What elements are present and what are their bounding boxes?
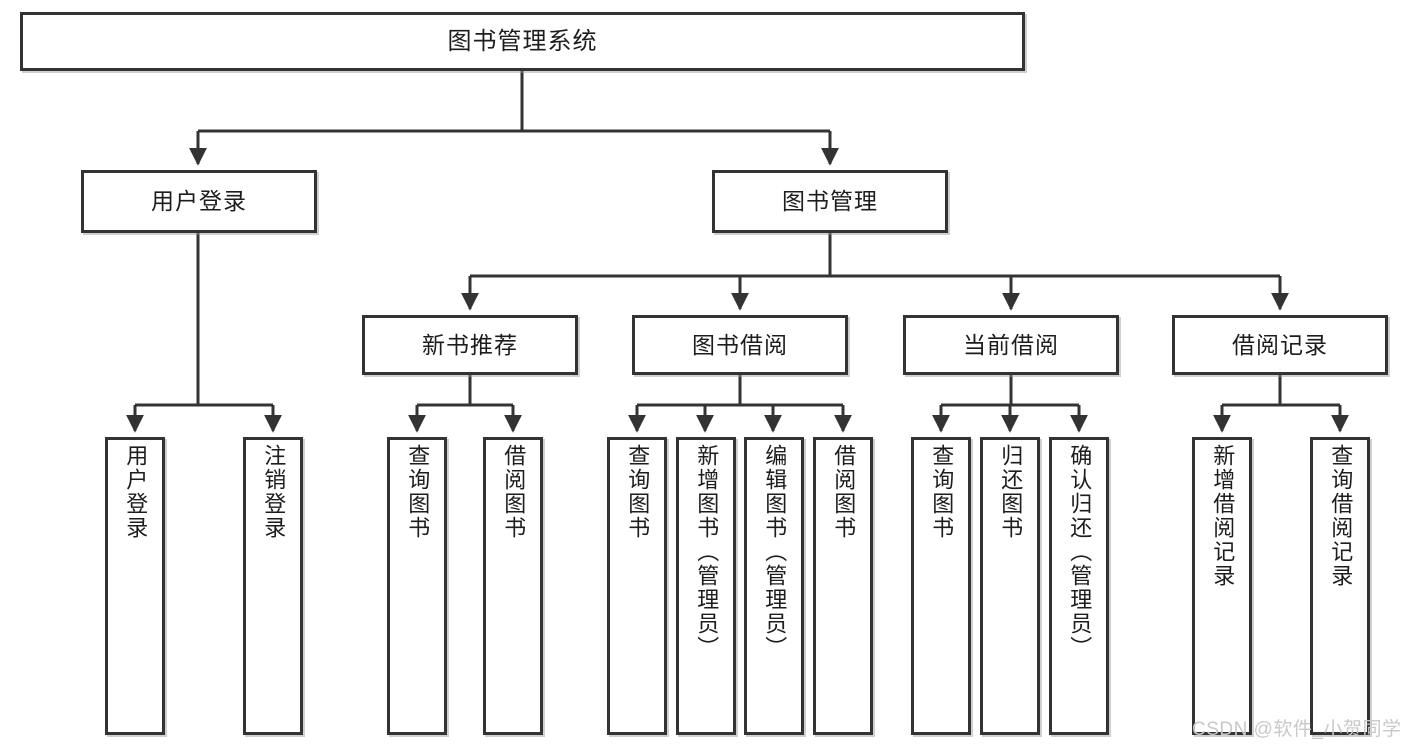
node-label: 当前借阅 [963, 331, 1059, 358]
node-book-borrowing[interactable]: 图书借阅 [632, 315, 848, 375]
leaf-borrow-books-newbook[interactable]: 借阅图书 [483, 437, 543, 735]
leaf-query-books-borrow[interactable]: 查询图书 [607, 437, 667, 735]
node-label: 编辑图书（管理员） [762, 444, 788, 660]
node-label: 确认归还（管理员） [1067, 444, 1093, 660]
node-label: 新增借阅记录 [1210, 444, 1236, 588]
leaf-user-login[interactable]: 用户登录 [105, 437, 165, 735]
node-label: 查询图书 [405, 444, 431, 540]
node-label: 图书管理 [782, 188, 878, 215]
leaf-add-borrow-record[interactable]: 新增借阅记录 [1192, 437, 1252, 735]
node-label: 新书推荐 [422, 331, 518, 358]
node-label: 借阅记录 [1232, 331, 1328, 358]
node-current-borrowing[interactable]: 当前借阅 [903, 315, 1119, 375]
node-label: 图书管理系统 [447, 27, 598, 55]
leaf-query-books-newbook[interactable]: 查询图书 [387, 437, 447, 735]
leaf-query-borrow-record[interactable]: 查询借阅记录 [1310, 437, 1370, 735]
node-label: 注销登录 [261, 444, 287, 540]
node-book-management-system[interactable]: 图书管理系统 [20, 12, 1025, 71]
csdn-watermark: CSDN @软件_小贺同学 [1192, 719, 1402, 740]
node-label: 借阅图书 [831, 444, 857, 540]
leaf-add-book-admin[interactable]: 新增图书（管理员） [676, 437, 736, 735]
node-book-management[interactable]: 图书管理 [712, 170, 948, 233]
leaf-return-books[interactable]: 归还图书 [980, 437, 1040, 735]
node-borrow-records[interactable]: 借阅记录 [1172, 315, 1388, 375]
node-label: 用户登录 [123, 444, 149, 540]
leaf-confirm-return-admin[interactable]: 确认归还（管理员） [1049, 437, 1109, 735]
node-label: 查询图书 [625, 444, 651, 540]
leaf-query-books-current[interactable]: 查询图书 [911, 437, 971, 735]
node-label: 查询图书 [929, 444, 955, 540]
node-label: 查询借阅记录 [1328, 444, 1354, 588]
leaf-borrow-books[interactable]: 借阅图书 [813, 437, 873, 735]
node-label: 用户登录 [151, 188, 247, 215]
node-label: 借阅图书 [501, 444, 527, 540]
node-new-book-recommendation[interactable]: 新书推荐 [362, 315, 578, 375]
node-label: 图书借阅 [692, 331, 788, 358]
leaf-edit-book-admin[interactable]: 编辑图书（管理员） [744, 437, 804, 735]
node-label: 新增图书（管理员） [694, 444, 720, 660]
leaf-logout[interactable]: 注销登录 [243, 437, 303, 735]
node-user-login[interactable]: 用户登录 [81, 170, 317, 233]
node-label: 归还图书 [998, 444, 1024, 540]
